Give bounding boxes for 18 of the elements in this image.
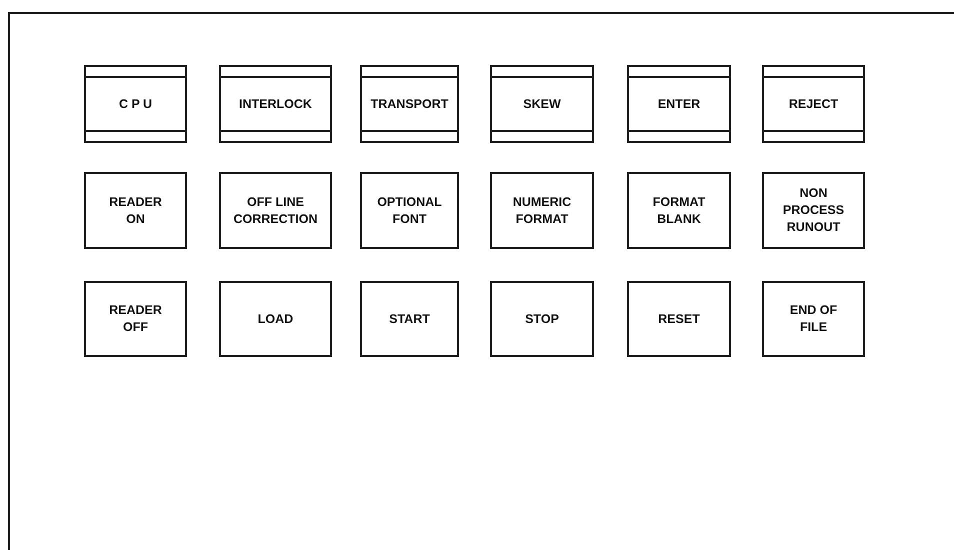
panel-button: NUMERIC FORMAT <box>490 172 594 249</box>
indicator-lamp: C P U <box>84 65 187 143</box>
panel-button: READER OFF <box>84 281 187 357</box>
indicator-lamp: TRANSPORT <box>360 65 459 143</box>
panel-button: START <box>360 281 459 357</box>
panel-button: NON PROCESS RUNOUT <box>762 172 865 249</box>
panel-button: END OF FILE <box>762 281 865 357</box>
indicator-lamp: INTERLOCK <box>219 65 332 143</box>
panel-button: STOP <box>490 281 594 357</box>
indicator-lamp: ENTER <box>627 65 731 143</box>
panel-button: OFF LINE CORRECTION <box>219 172 332 249</box>
panel-button: RESET <box>627 281 731 357</box>
indicator-lamp: SKEW <box>490 65 594 143</box>
panel-button: LOAD <box>219 281 332 357</box>
indicator-lamp: REJECT <box>762 65 865 143</box>
panel-button: OPTIONAL FONT <box>360 172 459 249</box>
panel-button: READER ON <box>84 172 187 249</box>
panel-button: FORMAT BLANK <box>627 172 731 249</box>
